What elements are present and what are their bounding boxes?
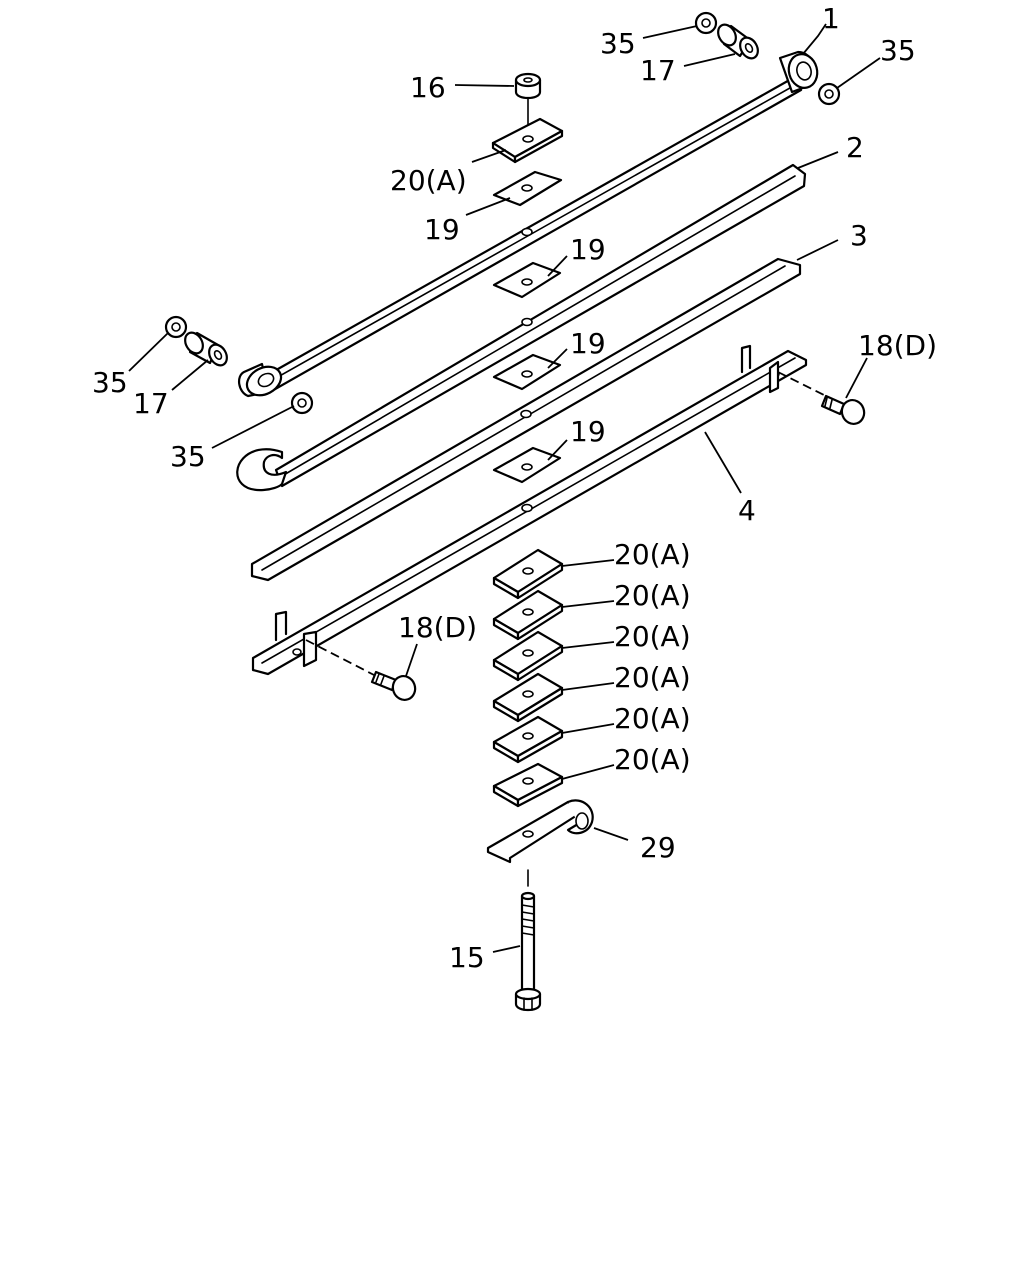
label-17-top: 17 bbox=[640, 54, 676, 87]
pad-19-c bbox=[492, 446, 562, 484]
label-4: 4 bbox=[738, 494, 756, 527]
label-3: 3 bbox=[850, 219, 868, 252]
clip-bolt-18-right bbox=[777, 371, 866, 425]
leader-lines bbox=[128, 23, 881, 953]
label-15: 15 bbox=[449, 941, 485, 974]
leaf-spring-1 bbox=[238, 50, 819, 398]
label-17-left: 17 bbox=[133, 387, 169, 420]
label-20a-3: 20(A) bbox=[614, 620, 691, 653]
label-35-top-right: 35 bbox=[880, 34, 916, 67]
leaf-spring-3 bbox=[250, 257, 802, 582]
leaf-spring-2 bbox=[236, 163, 807, 492]
spacer-plate-20-2 bbox=[492, 589, 564, 641]
label-20a-2: 20(A) bbox=[614, 579, 691, 612]
clip-bolt-18-left bbox=[305, 639, 417, 701]
spring-plate-29 bbox=[486, 799, 594, 864]
label-1: 1 bbox=[822, 2, 840, 35]
spacer-plate-20-1 bbox=[492, 548, 564, 600]
washer-35-mid bbox=[290, 391, 314, 415]
label-20a-5: 20(A) bbox=[614, 702, 691, 735]
part-labels: 1 35 17 35 16 20(A) 19 2 19 3 19 18(D) 3… bbox=[92, 2, 937, 974]
washer-35-top-right bbox=[817, 82, 841, 106]
label-20a-6: 20(A) bbox=[614, 743, 691, 776]
washer-35-top-left bbox=[694, 11, 718, 35]
spacer-plate-20-5 bbox=[492, 715, 564, 764]
spacer-plate-20-6 bbox=[492, 762, 564, 808]
label-19-b: 19 bbox=[570, 327, 606, 360]
label-18d-left: 18(D) bbox=[398, 611, 477, 644]
label-16: 16 bbox=[410, 71, 446, 104]
bushing-17-left bbox=[184, 331, 228, 367]
label-19-a: 19 bbox=[570, 233, 606, 266]
pad-19-b bbox=[492, 353, 562, 391]
label-18d-right: 18(D) bbox=[858, 329, 937, 362]
bushing-17-top bbox=[717, 23, 759, 60]
center-bolt-15 bbox=[514, 869, 542, 1012]
label-35-left: 35 bbox=[92, 366, 128, 399]
label-20a-4: 20(A) bbox=[614, 661, 691, 694]
washer-35-left bbox=[164, 315, 188, 339]
label-2: 2 bbox=[846, 131, 864, 164]
pad-19-top bbox=[492, 170, 563, 207]
label-35-top-left: 35 bbox=[600, 27, 636, 60]
spacer-plate-20-3 bbox=[492, 630, 564, 682]
spacer-plate-20-top bbox=[491, 117, 564, 164]
label-29: 29 bbox=[640, 831, 676, 864]
pad-19-a bbox=[492, 261, 562, 299]
label-19-top: 19 bbox=[424, 213, 460, 246]
label-20a-top: 20(A) bbox=[390, 164, 467, 197]
label-35-mid: 35 bbox=[170, 440, 206, 473]
spacer-plate-20-4 bbox=[492, 672, 564, 723]
label-20a-1: 20(A) bbox=[614, 538, 691, 571]
leaf-spring-4 bbox=[251, 344, 808, 676]
label-19-c: 19 bbox=[570, 415, 606, 448]
